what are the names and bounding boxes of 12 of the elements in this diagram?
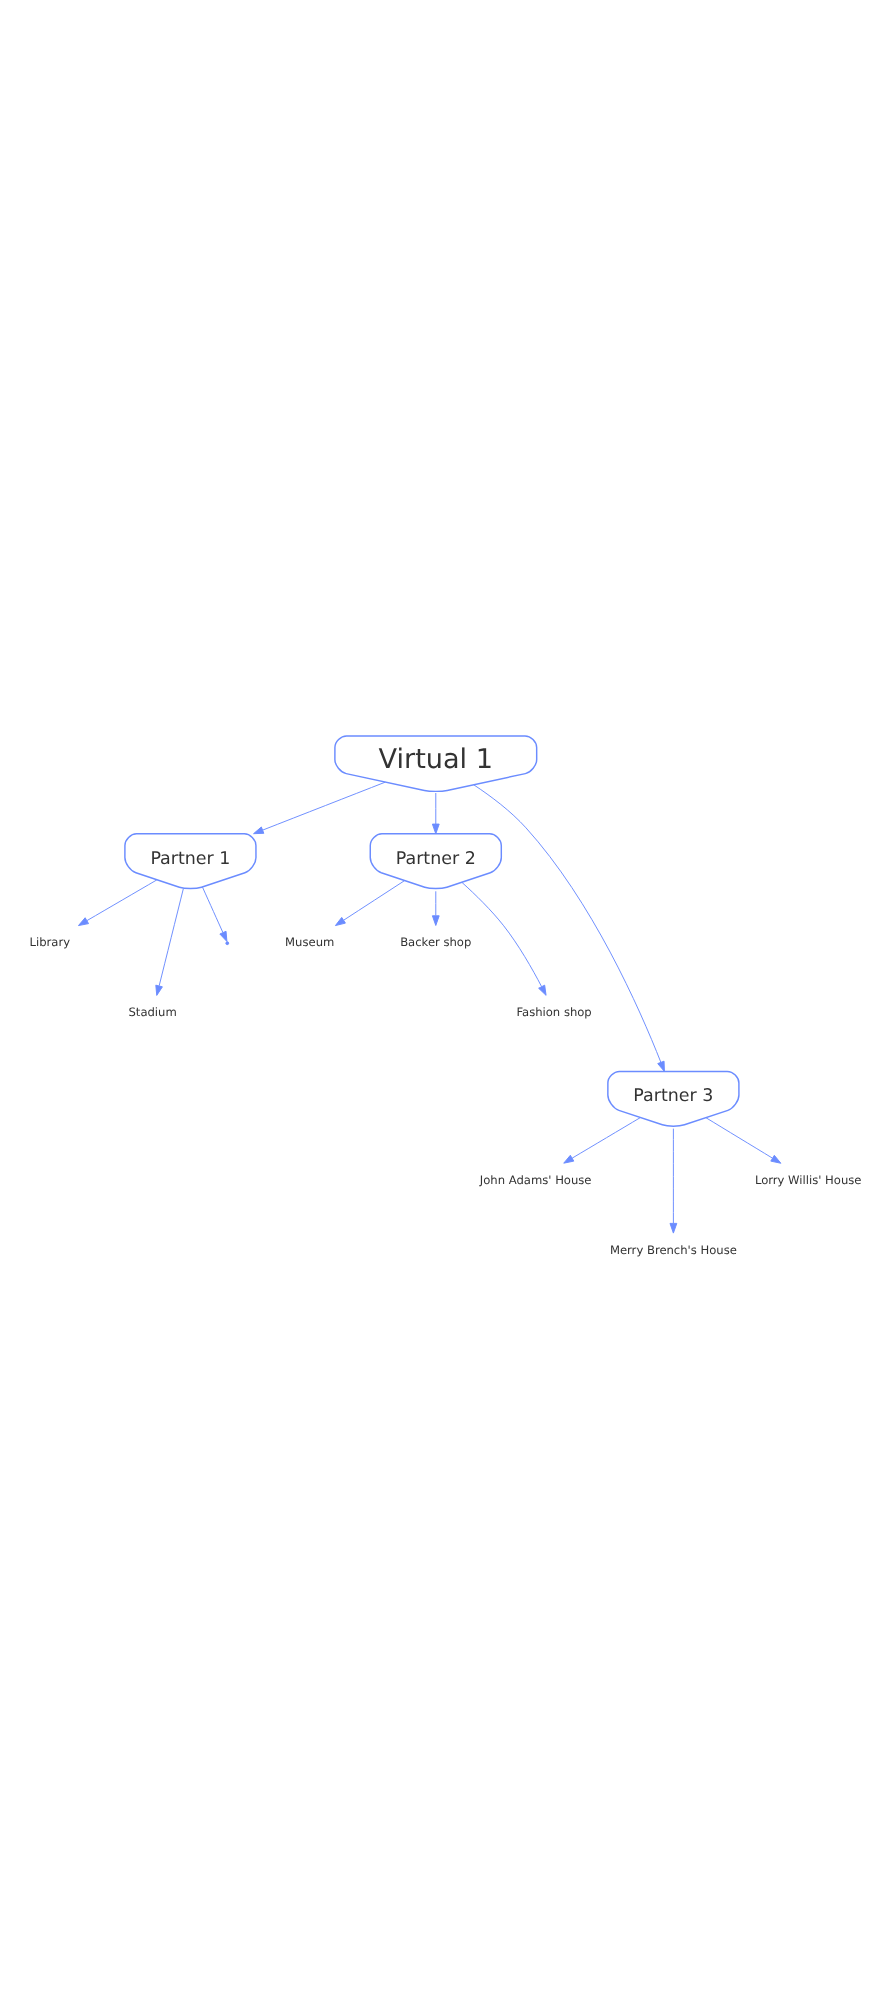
arrow: [563, 1117, 641, 1164]
arrow: [431, 792, 440, 835]
arrow: [473, 784, 665, 1072]
arrow: [334, 880, 406, 927]
arrow: [253, 781, 386, 835]
arrow: [705, 1117, 782, 1164]
arrow: [155, 888, 184, 996]
arrow: [669, 1128, 678, 1234]
arrow: [461, 881, 547, 996]
arrow: [77, 879, 158, 927]
arrow: [431, 890, 440, 926]
arrow: [202, 886, 228, 942]
